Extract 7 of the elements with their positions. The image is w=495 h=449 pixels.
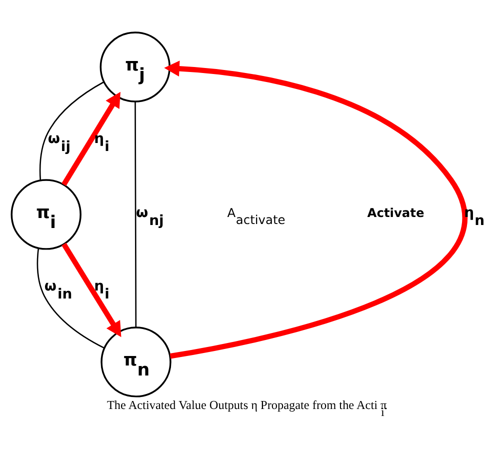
connector — [39, 81, 104, 180]
label: Activate — [367, 206, 424, 220]
connector — [134, 101, 137, 328]
arrow — [62, 92, 120, 186]
arrow — [62, 242, 122, 338]
arrow — [164, 60, 466, 359]
connector — [36, 248, 105, 349]
